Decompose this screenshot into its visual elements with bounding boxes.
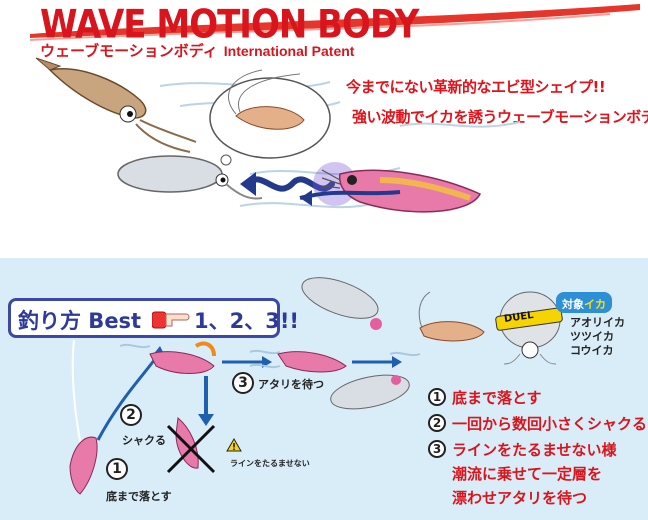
squid-reaching-drawing	[117, 155, 263, 200]
step-2-label: シャクる	[122, 434, 166, 447]
list-item-2-text: 一回から数回小さくシャクる	[452, 415, 648, 433]
target-squid-illustration	[495, 291, 563, 365]
list-item-3-number: 3	[428, 440, 446, 458]
step-2-number: 2	[120, 404, 142, 426]
species-1: アオリイカ	[570, 316, 625, 329]
list-item-1-number: 1	[428, 388, 446, 406]
squid-drawing	[35, 57, 197, 153]
list-item-3-text-line-2: 潮流に乗せて一定層を	[452, 465, 603, 483]
catchphrase-line-2: 強い波動でイカを誘うウェーブモーションボディ	[352, 108, 648, 126]
list-item-3-text-line-3: 漂わせアタリを待つ	[452, 489, 588, 507]
cross-mark	[166, 424, 216, 474]
lure-step-2	[149, 351, 215, 374]
subtitle-english: International Patent	[223, 43, 355, 59]
best-method-title: 釣り方 Best	[18, 309, 142, 333]
subtitle-japanese: ウェーブモーションボディ	[40, 42, 218, 60]
species-2: ツツイカ	[570, 330, 614, 343]
shrimp-lure	[321, 169, 482, 213]
shrimp-drawing	[418, 291, 485, 342]
step-3-number: 3	[232, 372, 254, 394]
target-badge-left: 対象	[562, 298, 584, 311]
wave-arrow	[245, 176, 335, 192]
species-3: コウイカ	[570, 344, 614, 357]
target-badge: 対象イカ	[556, 292, 612, 313]
best-method-badge	[8, 298, 280, 338]
pointing-hand-icon	[152, 311, 190, 329]
warning-icon	[226, 438, 242, 452]
lure-step-1	[69, 436, 98, 495]
thought-bubble	[209, 69, 331, 174]
title-swoosh	[29, 4, 640, 41]
target-badge-right: イカ	[584, 298, 606, 311]
list-item-2-number: 2	[428, 414, 446, 432]
step-1-label: 底まで落とす	[106, 490, 172, 503]
page-title: WAVE MOTION BODY	[40, 2, 419, 48]
step-1-number: 1	[106, 458, 128, 480]
warning-label: ラインをたるませない	[230, 459, 310, 468]
method-diagram	[69, 277, 485, 495]
step-3-label: アタリを待つ	[258, 378, 324, 391]
catchphrase-line-1: 今までにない革新的なエビ型シェイプ!!	[346, 78, 606, 96]
list-item-1-text: 底まで落とす	[452, 389, 542, 407]
squid-group	[301, 277, 410, 410]
best-method-numbers: 1、2、3!!	[194, 309, 299, 333]
wave-motion-illustration	[35, 57, 521, 213]
list-item-3-text: ラインをたるませない様	[452, 441, 617, 459]
subtitle: ウェーブモーションボディ International Patent	[40, 40, 354, 61]
